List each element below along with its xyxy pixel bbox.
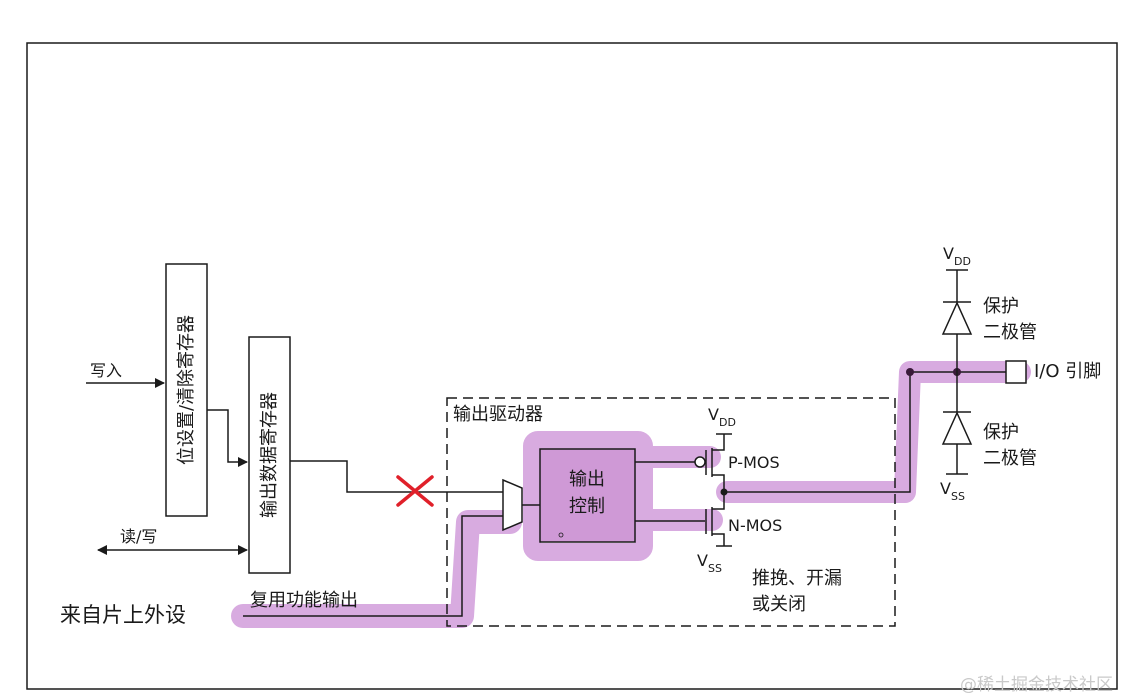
data-register-output-line bbox=[290, 460, 503, 493]
bottom-diode-label-line1: 保护 bbox=[983, 422, 1019, 443]
push-pull-label-line1: 推挽、开漏 bbox=[752, 568, 842, 589]
n-mos-transistor bbox=[705, 492, 725, 546]
driver-output-junction bbox=[720, 488, 728, 496]
vdd-pin-main: V bbox=[943, 244, 954, 263]
bit-set-clear-register-label: 位设置/清除寄存器 bbox=[176, 315, 197, 465]
io-pin-pad bbox=[1005, 360, 1027, 384]
pin-junction-left bbox=[906, 368, 914, 376]
output-driver-label: 输出驱动器 bbox=[453, 404, 543, 425]
output-data-register-label: 输出数据寄存器 bbox=[259, 392, 280, 518]
io-pin-label: I/O 引脚 bbox=[1034, 361, 1101, 382]
write-in-label: 写入 bbox=[90, 361, 122, 380]
vss-pin-main: V bbox=[940, 479, 951, 498]
output-control-box bbox=[539, 448, 636, 543]
output-driver-box bbox=[446, 397, 896, 627]
top-protection-diode bbox=[941, 270, 973, 372]
read-write-label: 读/写 bbox=[120, 527, 157, 546]
vdd-driver-main: V bbox=[708, 405, 719, 424]
outer-frame bbox=[26, 42, 1118, 690]
output-to-pin-line bbox=[724, 371, 1006, 493]
p-mos-label: P-MOS bbox=[728, 453, 780, 472]
output-control-label-line2: 控制 bbox=[569, 496, 605, 517]
vdd-pin-sub: DD bbox=[954, 255, 971, 268]
output-control-label-line1: 输出 bbox=[569, 469, 605, 490]
cross-mark bbox=[396, 475, 434, 507]
vdd-driver-sub: DD bbox=[719, 416, 736, 429]
bit-set-clear-register bbox=[165, 263, 208, 517]
register-link-arrow bbox=[207, 409, 248, 467]
bottom-diode-label-line2: 二极管 bbox=[983, 448, 1037, 469]
p-mos-transistor bbox=[705, 434, 725, 492]
alt-function-line bbox=[243, 515, 503, 617]
from-peripheral-label: 来自片上外设 bbox=[60, 603, 186, 627]
alt-function-output-label: 复用功能输出 bbox=[250, 590, 358, 611]
output-control-dot bbox=[558, 532, 564, 538]
p-gate-bubble bbox=[694, 456, 706, 468]
watermark: @稀土掘金技术社区 bbox=[960, 675, 1113, 695]
vss-pin-sub: SS bbox=[951, 490, 965, 503]
vss-driver-main: V bbox=[697, 551, 708, 570]
n-mos-label: N-MOS bbox=[728, 516, 782, 535]
top-diode-label-line1: 保护 bbox=[983, 296, 1019, 317]
vss-driver-sub: SS bbox=[708, 562, 722, 575]
top-diode-label-line2: 二极管 bbox=[983, 322, 1037, 343]
push-pull-label-line2: 或关闭 bbox=[752, 594, 806, 615]
bottom-protection-diode bbox=[941, 372, 973, 474]
multiplexer bbox=[502, 478, 523, 532]
output-data-register bbox=[248, 336, 291, 574]
